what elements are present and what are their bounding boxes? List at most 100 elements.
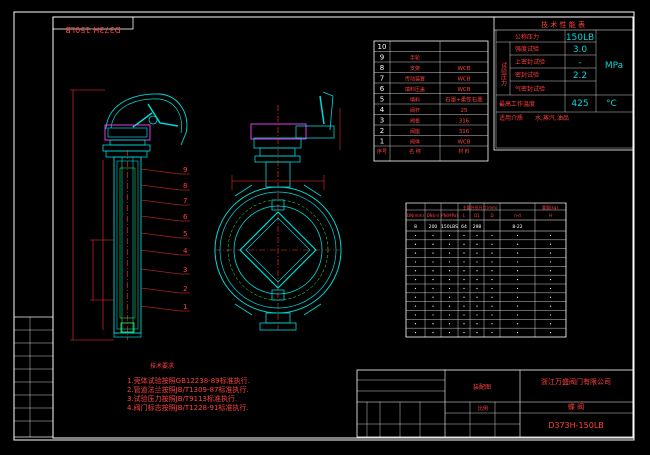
tech-unit-temp: °C <box>606 99 617 109</box>
dim-table-empty-dot <box>516 261 519 263</box>
dim-table-empty-dot <box>414 252 417 254</box>
note-2: 2.管道法兰按照JB/T1309-87标准执行. <box>127 385 249 394</box>
dim-table-empty-dot <box>476 234 478 237</box>
tech-unit-mpa: MPa <box>605 61 623 71</box>
drawing-border-inner <box>52 16 634 439</box>
tech-value-1: 3.0 <box>573 45 588 55</box>
title-block-drawing-number: D373H-150LB <box>548 421 604 430</box>
parts-row-name: 手轮 <box>410 55 420 62</box>
dim-table-empty-dot <box>516 243 519 245</box>
dim-table-empty-dot <box>414 331 417 334</box>
parts-row-no: 8 <box>380 64 384 72</box>
dim-table-empty-dot <box>516 287 519 290</box>
leader-label: 6 <box>183 213 188 221</box>
dim-table-empty-dot <box>463 287 465 290</box>
dim-table-empty-dot <box>476 278 478 281</box>
tech-value-2: - <box>578 58 581 68</box>
dim-table-cell: 150LBS <box>441 224 458 230</box>
dim-table-empty-dot <box>476 252 478 254</box>
dim-table-empty-dot <box>414 234 417 237</box>
dim-table-empty-dot <box>491 331 493 334</box>
parts-row-material: 石墨+柔性石墨 <box>445 96 483 104</box>
dim-table-empty-dot <box>463 323 465 325</box>
dim-table-empty-dot <box>463 314 465 316</box>
dim-table-empty-dot <box>448 331 451 334</box>
dim-table-empty-dot <box>432 323 434 325</box>
dim-table-empty-dot <box>549 305 552 307</box>
dim-table-empty-dot <box>432 314 434 316</box>
dim-table-empty-dot <box>549 278 552 281</box>
dim-table-empty-dot <box>432 234 434 237</box>
dim-table-col-header: DN(in) <box>427 213 440 218</box>
parts-row-no: 6 <box>380 85 385 93</box>
dim-table-empty-dot <box>476 261 478 263</box>
title-block-scale-label: 比例 <box>478 405 488 412</box>
tech-label-0: 公称压力 <box>515 33 539 41</box>
title-block-company: 浙江万盛阀门有限公司 <box>541 377 611 386</box>
dim-table-empty-dot <box>432 261 434 263</box>
dim-table-header-weight: 重量(kg) <box>542 204 558 210</box>
dim-table-empty-dot <box>463 252 465 254</box>
dim-table-empty-dot <box>476 296 478 298</box>
note-4: 4.阀门标志按照JB/T1228-91标准执行. <box>127 403 249 412</box>
parts-row-no: 1 <box>380 138 384 146</box>
parts-row-name: 支架 <box>410 65 420 72</box>
dim-table-empty-dot <box>476 305 478 307</box>
dim-table-empty-dot <box>448 252 451 254</box>
dim-table-empty-dot <box>491 305 493 307</box>
dim-table-empty-dot <box>516 314 519 316</box>
dim-table-empty-dot <box>549 234 552 237</box>
leader-label: 9 <box>183 166 187 174</box>
dim-table-empty-dot <box>516 305 519 307</box>
parts-row-material: 316 <box>459 129 470 135</box>
leader-label: 2 <box>183 285 187 293</box>
parts-row-material: WCB <box>457 87 470 93</box>
dim-table-empty-dot <box>476 331 478 334</box>
parts-row-material: WCB <box>457 66 470 72</box>
dim-table-empty-dot <box>432 296 434 298</box>
dim-table-col-header: n-d <box>514 213 521 218</box>
dim-table-empty-dot <box>516 296 519 298</box>
dim-table-empty-dot <box>414 287 417 290</box>
dim-table-empty-dot <box>549 331 552 334</box>
dim-table-empty-dot <box>448 278 451 281</box>
dim-table-col-header: PN(MPa) <box>441 213 458 218</box>
dim-table-col-header: H <box>549 213 552 218</box>
dim-table-empty-dot <box>448 305 451 307</box>
tech-label-5: 最高工作温度 <box>499 100 535 108</box>
dim-table-empty-dot <box>448 296 451 298</box>
tech-params-table: 技 术 性 能 表 公称压力 150LB 强度试验 3.0 上密封试验 - MP… <box>493 16 634 151</box>
dim-table-empty-dot <box>476 270 478 272</box>
dim-table-empty-dot <box>463 296 465 298</box>
parts-row-material: WCB <box>457 77 470 83</box>
tech-label-1: 强度试验 <box>515 45 539 53</box>
dim-table-empty-dot <box>476 243 478 245</box>
parts-row-name: 阀体 <box>410 139 420 146</box>
dim-table-empty-dot <box>432 331 434 334</box>
leader-label: 1 <box>183 303 187 311</box>
dim-table-empty-dot <box>516 331 519 334</box>
parts-row-name: 填料 <box>410 97 420 104</box>
parts-row-name: 阀杆 <box>410 107 420 114</box>
dim-table-empty-dot <box>432 287 434 290</box>
dim-table-empty-dot <box>476 323 478 325</box>
parts-row-no: 2 <box>380 127 384 135</box>
parts-header-no: 序号 <box>377 148 387 155</box>
dim-table-empty-dot <box>491 278 493 281</box>
parts-row-name: 填料压盖 <box>405 86 425 93</box>
dim-table-empty-dot <box>549 243 552 245</box>
dim-table-empty-dot <box>463 278 465 281</box>
dim-table-empty-dot <box>448 234 451 237</box>
dim-table-empty-dot <box>549 296 552 298</box>
title-block: 装配图 浙江万盛阀门有限公司 蝶 阀 比例 D373H-150LB <box>356 369 634 438</box>
dim-table-empty-dot <box>463 305 465 307</box>
mirrored-drawing-number: D373H-150LB <box>65 25 121 34</box>
dim-table-col-header: D <box>490 213 493 218</box>
tech-value-6: 水,蒸汽,油品 <box>535 114 569 122</box>
tech-label-3: 密封试验 <box>515 71 539 79</box>
dim-table-empty-dot <box>491 234 493 237</box>
